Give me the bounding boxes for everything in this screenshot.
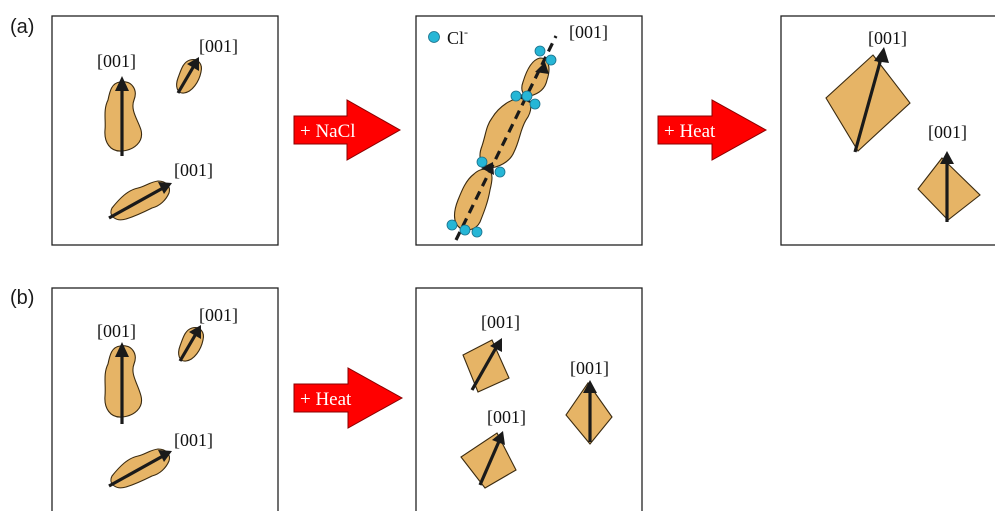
ion-legend-label: Cl- [447, 25, 468, 48]
chloride-ion [476, 156, 488, 168]
vector-head [535, 62, 549, 74]
vector-head [115, 76, 129, 91]
direction-label: [001] [487, 407, 526, 427]
vector-head [158, 450, 172, 462]
process-arrow-nacl: + NaCl [293, 99, 402, 161]
alignment-axis [454, 35, 558, 241]
chloride-ion [545, 54, 557, 66]
direction-label: [001] [928, 122, 967, 142]
process-arrow-heat-b: + Heat [293, 367, 404, 429]
direction-label: [001] [97, 51, 136, 71]
vector-head [490, 338, 502, 352]
red-arrow-shape [657, 99, 768, 161]
orientation-vector [108, 454, 164, 488]
red-arrow-shape [293, 99, 402, 161]
chloride-ions [446, 45, 557, 238]
vector-head [158, 182, 172, 194]
chloride-ion [459, 224, 471, 236]
vector-head [940, 151, 954, 164]
vector-head [189, 325, 201, 339]
vector-head [187, 57, 199, 71]
panel-b-initial: [001] [001] [001] [51, 287, 279, 511]
vector-head [583, 380, 597, 393]
panel-a-initial: [001] [001] [001] [51, 15, 279, 246]
panel-frame [415, 287, 643, 511]
ion-legend-marker [428, 31, 440, 43]
vector-head [492, 431, 505, 445]
arrow-label: + Heat [664, 121, 716, 142]
direction-label: [001] [570, 358, 609, 378]
chloride-ion [529, 98, 541, 110]
direction-label: [001] [481, 312, 520, 332]
panel-frame [51, 15, 279, 246]
direction-label: [001] [199, 36, 238, 56]
chloride-ion [510, 90, 522, 102]
panel-frame [51, 287, 279, 511]
arrow-label: + Heat [300, 389, 352, 410]
orientation-vector [108, 186, 164, 220]
chloride-ion [446, 219, 458, 231]
panel-a-heated: [001] [001] [780, 15, 995, 246]
vector-head [115, 342, 129, 357]
panel-frame [415, 15, 643, 246]
arrow-label: + NaCl [300, 121, 356, 142]
direction-label: [001] [174, 160, 213, 180]
orientation-vector [176, 63, 197, 94]
orientation-vector [178, 331, 199, 362]
orientation-vector [470, 345, 499, 391]
orientation-vector [478, 438, 502, 486]
direction-label: [001] [199, 305, 238, 325]
vector-head [481, 162, 494, 175]
red-arrow-shape [293, 367, 404, 429]
process-arrow-heat-a: + Heat [657, 99, 768, 161]
chloride-ion [521, 90, 533, 102]
vector-head [874, 47, 889, 63]
panel-a-nacl: Cl- [001] [415, 15, 643, 246]
grain-faceted [460, 432, 517, 489]
direction-label: [001] [174, 430, 213, 450]
direction-label: [001] [97, 321, 136, 341]
panel-label-a: (a) [10, 16, 34, 38]
direction-label: [001] [569, 22, 608, 42]
chloride-ion [471, 226, 483, 238]
panel-b-heated: [001] [001] [001] [415, 287, 643, 511]
panel-label-b: (b) [10, 287, 34, 309]
chloride-ion [494, 166, 506, 178]
direction-label: [001] [868, 28, 907, 48]
chloride-ion [534, 45, 546, 57]
orientation-vector [853, 54, 884, 153]
